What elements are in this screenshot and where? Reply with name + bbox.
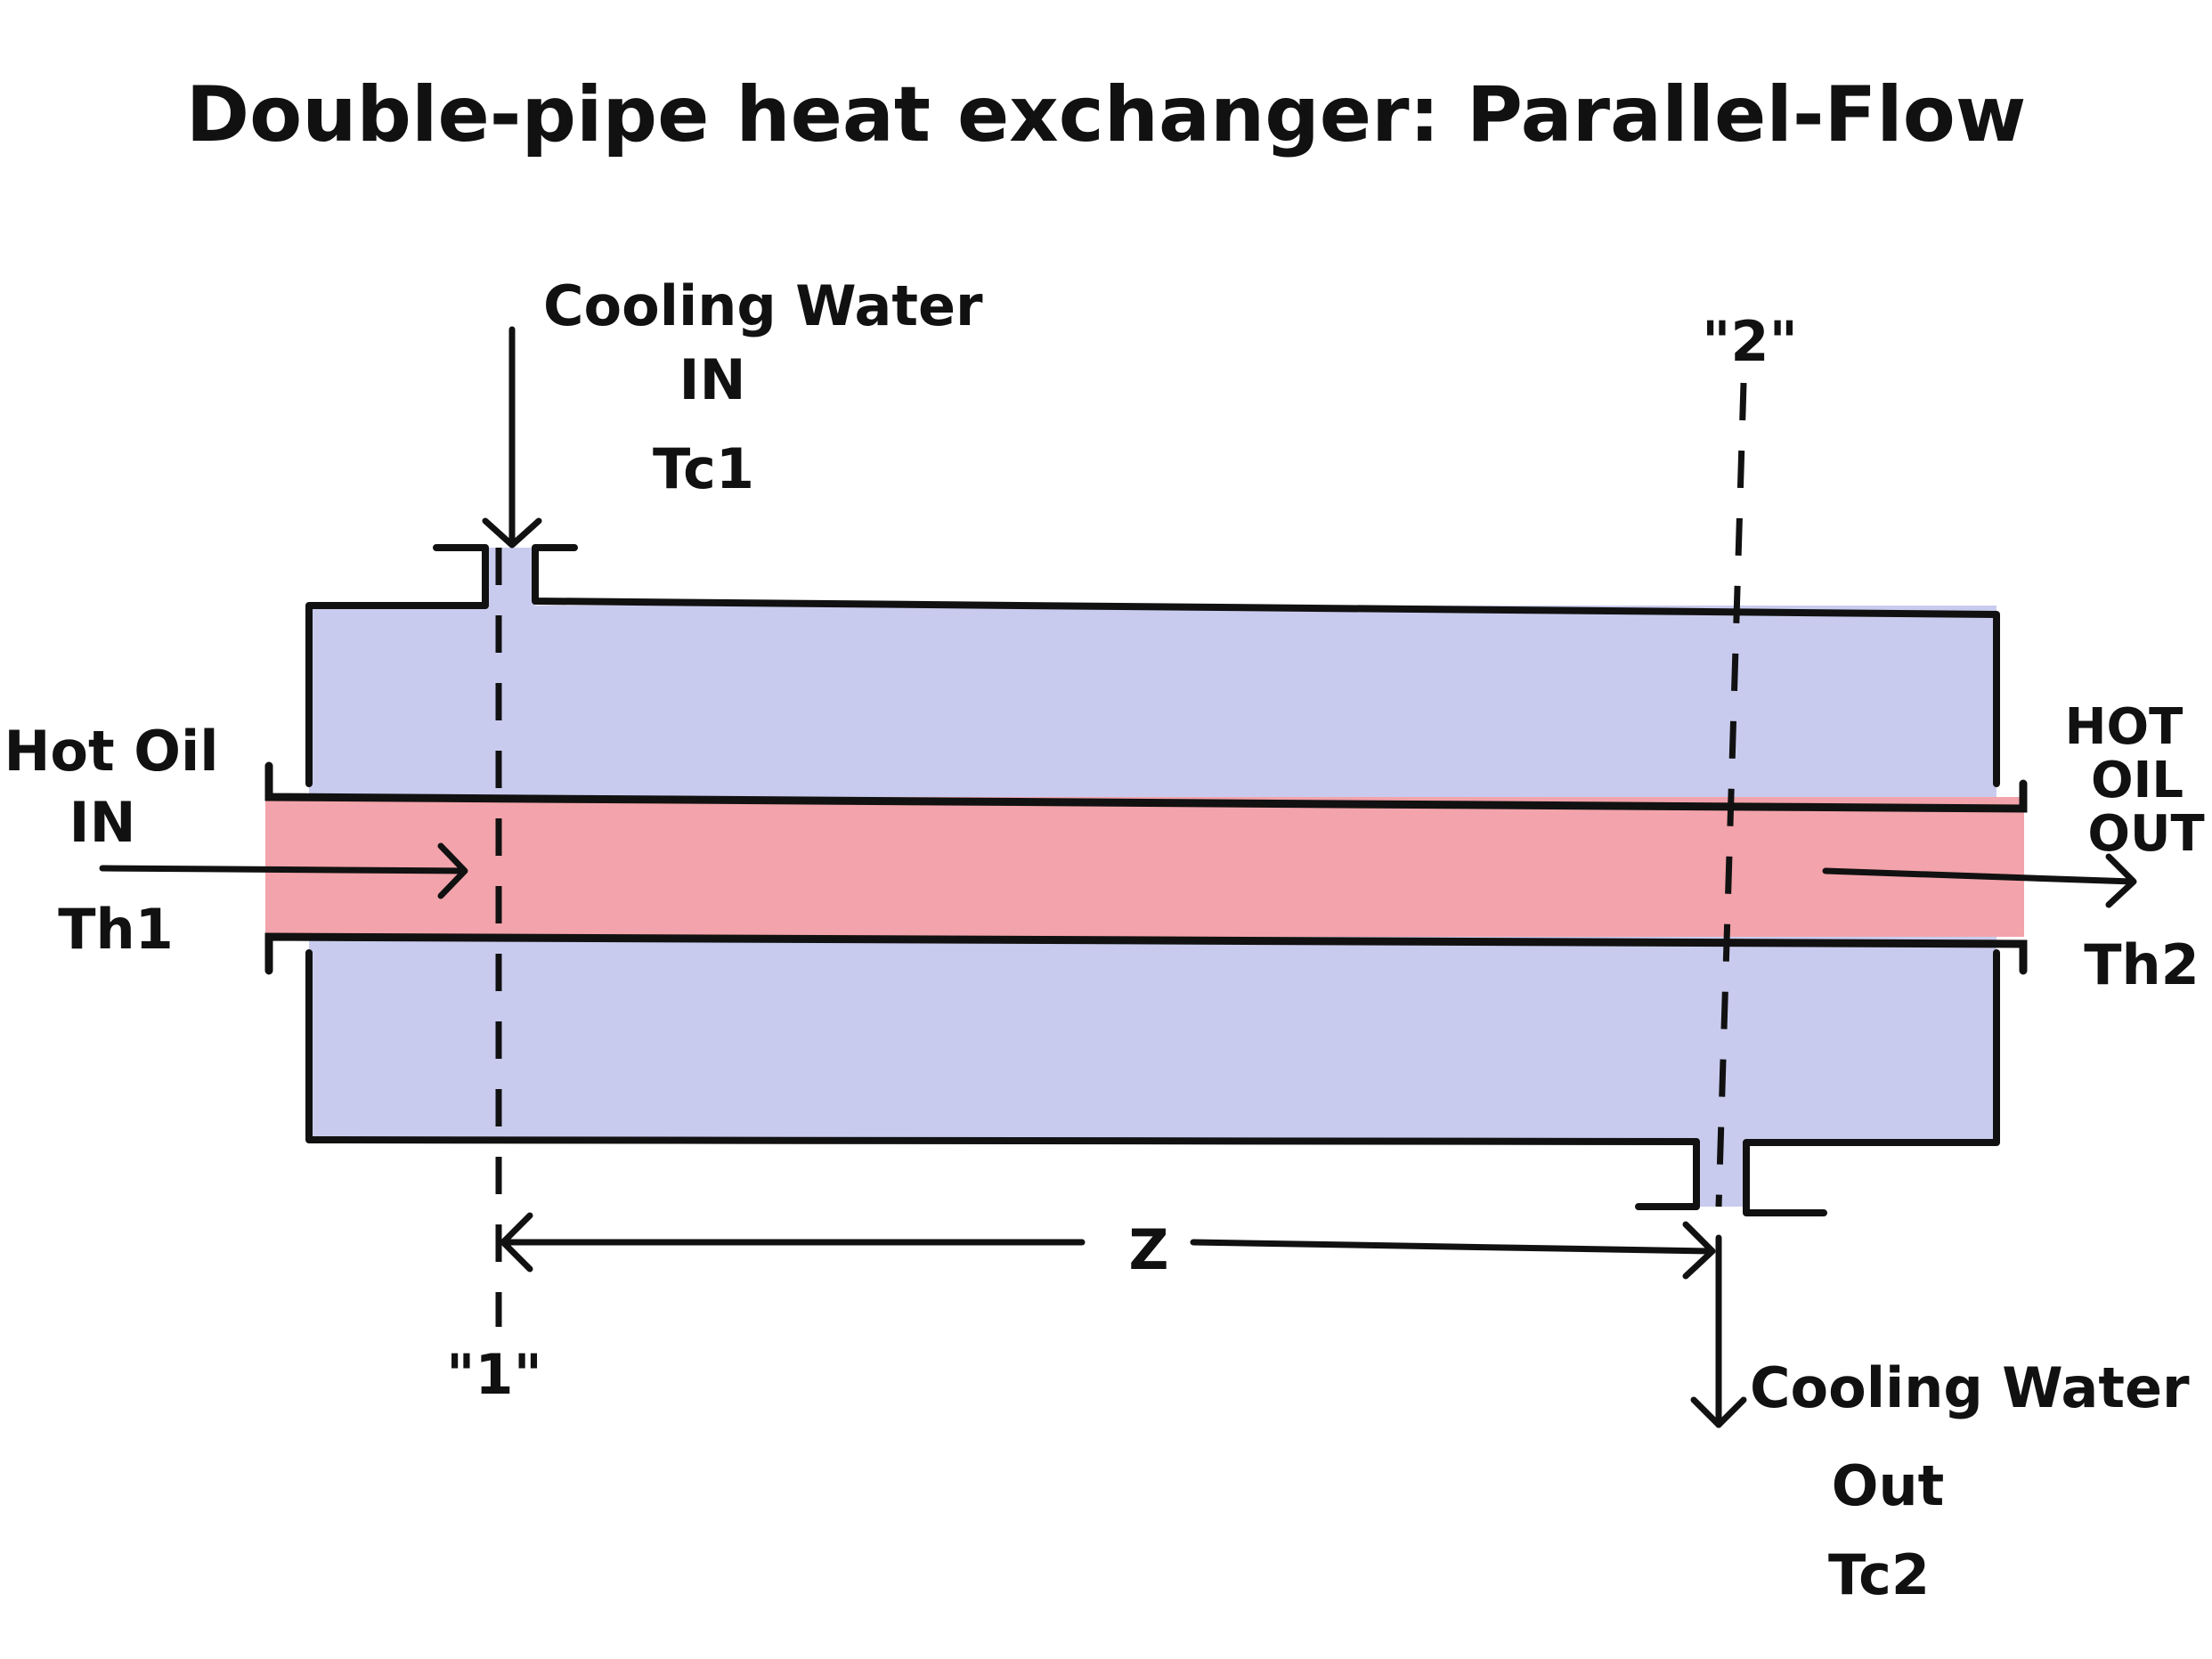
- hot-in-arrow-head: [437, 842, 468, 899]
- shell-top-right-wall: [532, 544, 2000, 787]
- cooling-in-sub-label: IN: [679, 347, 746, 412]
- dimension-right-shaft: [1190, 1239, 1715, 1255]
- hot-out-arrow-head: [2105, 853, 2137, 908]
- hot-in-arrow-shaft: [99, 865, 467, 874]
- labels: Cooling Water IN Tc1 Hot Oil IN Th1 HOT …: [4, 273, 2205, 1607]
- hot-out-label: HOT: [2065, 698, 2184, 756]
- cooling-in-temp-label: Tc1: [653, 436, 754, 501]
- cooling-inlet-nozzle-fill: [485, 548, 535, 610]
- cooling-out-label: Cooling Water: [1750, 1355, 2190, 1420]
- station-lines: [495, 382, 1747, 1327]
- station-1-label: "1": [446, 1342, 542, 1407]
- hot-out-arrow-shaft: [1822, 867, 2136, 885]
- inner-pipe-oil-fill: [265, 797, 2024, 937]
- inner-pipe-bottom-wall: [264, 932, 2028, 975]
- cooling-out-arrow-head: [1690, 1396, 1747, 1428]
- hot-out-sub-label-2: OUT: [2087, 805, 2204, 863]
- shell-bottom-right-wall: [1743, 949, 2000, 1216]
- hot-in-temp-label: Th1: [58, 897, 174, 962]
- inner-pipe-top-wall: [264, 761, 2028, 813]
- hot-out-temp-label: Th2: [2084, 932, 2200, 997]
- cooling-out-temp-label: Tc2: [1828, 1542, 1930, 1607]
- station-2-line: [1715, 382, 1747, 1208]
- hot-out-sub-label: OIL: [2091, 752, 2184, 809]
- dimension-right-head: [1682, 1221, 1716, 1280]
- dimension-left-head: [500, 1212, 533, 1273]
- cooling-in-arrow-head: [482, 517, 542, 549]
- hot-in-sub-label: IN: [69, 790, 136, 855]
- cooling-in-label: Cooling Water: [543, 273, 983, 338]
- diagram-title: Double-pipe heat exchanger: Parallel-Flo…: [186, 70, 2027, 159]
- station-2-label: "2": [1702, 309, 1798, 374]
- shell-bottom-left-wall: [305, 949, 1700, 1210]
- hot-in-label: Hot Oil: [4, 719, 219, 784]
- shell-outline: [305, 544, 2000, 1216]
- flow-arrows: [99, 326, 2137, 1428]
- cooling-out-sub-label: Out: [1832, 1453, 1944, 1518]
- inner-pipe-outline: [264, 761, 2028, 975]
- shell-top-left-wall: [305, 544, 489, 787]
- length-z-label: Z: [1129, 1217, 1169, 1282]
